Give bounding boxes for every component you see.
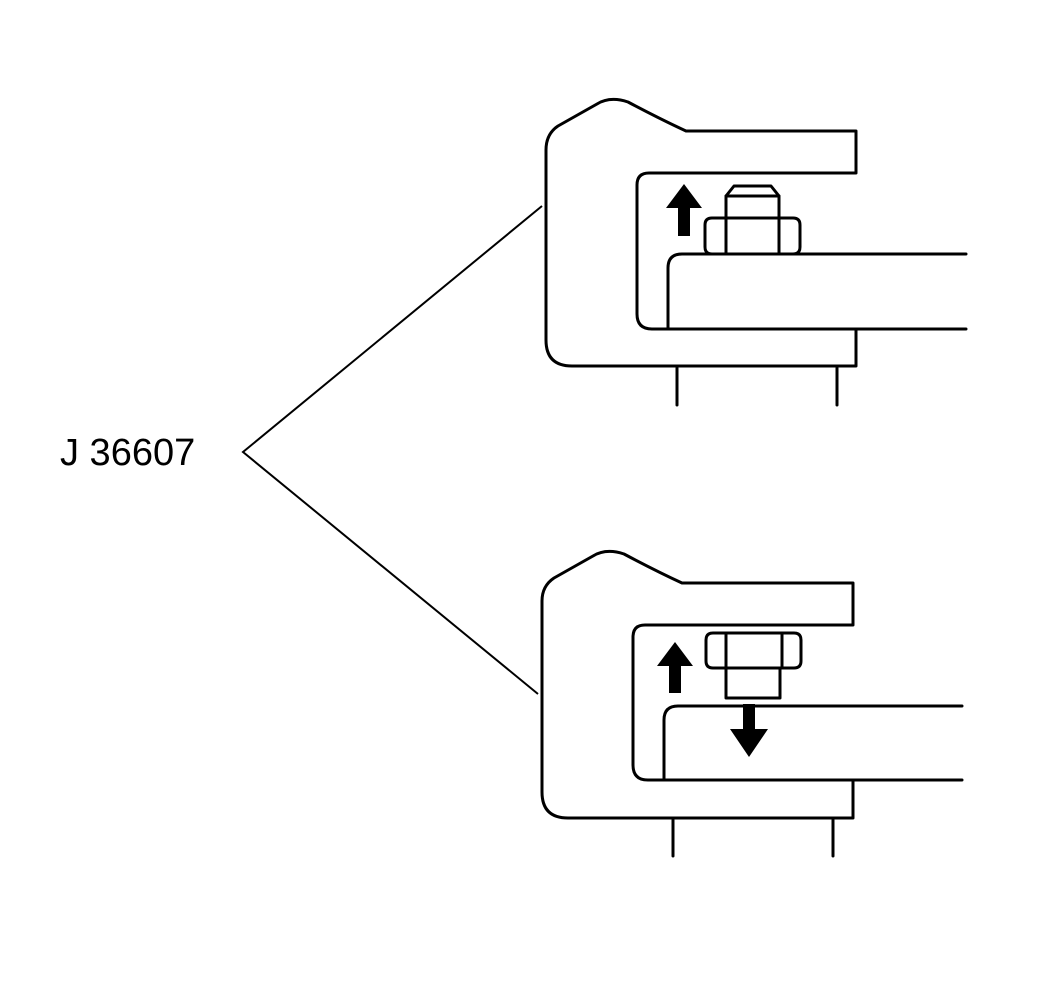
lower-hex-bolt-head (704, 631, 803, 670)
lower-bar (662, 704, 964, 782)
down-arrow-icon (730, 704, 768, 757)
lower-tool-assembly (540, 549, 964, 858)
up-arrow-icon (657, 642, 693, 693)
tool-callout-label: J 36607 (60, 432, 195, 474)
callout-leader-lines (241, 205, 543, 695)
upper-clamp-body (544, 97, 858, 368)
lower-clamp-body (540, 549, 855, 820)
upper-hex-nut (703, 216, 802, 256)
upper-bolt-tip (724, 184, 781, 220)
up-arrow-icon (666, 184, 702, 236)
upper-tool-assembly (544, 97, 968, 407)
lower-bolt-shank (724, 666, 782, 700)
upper-bar (666, 252, 968, 331)
